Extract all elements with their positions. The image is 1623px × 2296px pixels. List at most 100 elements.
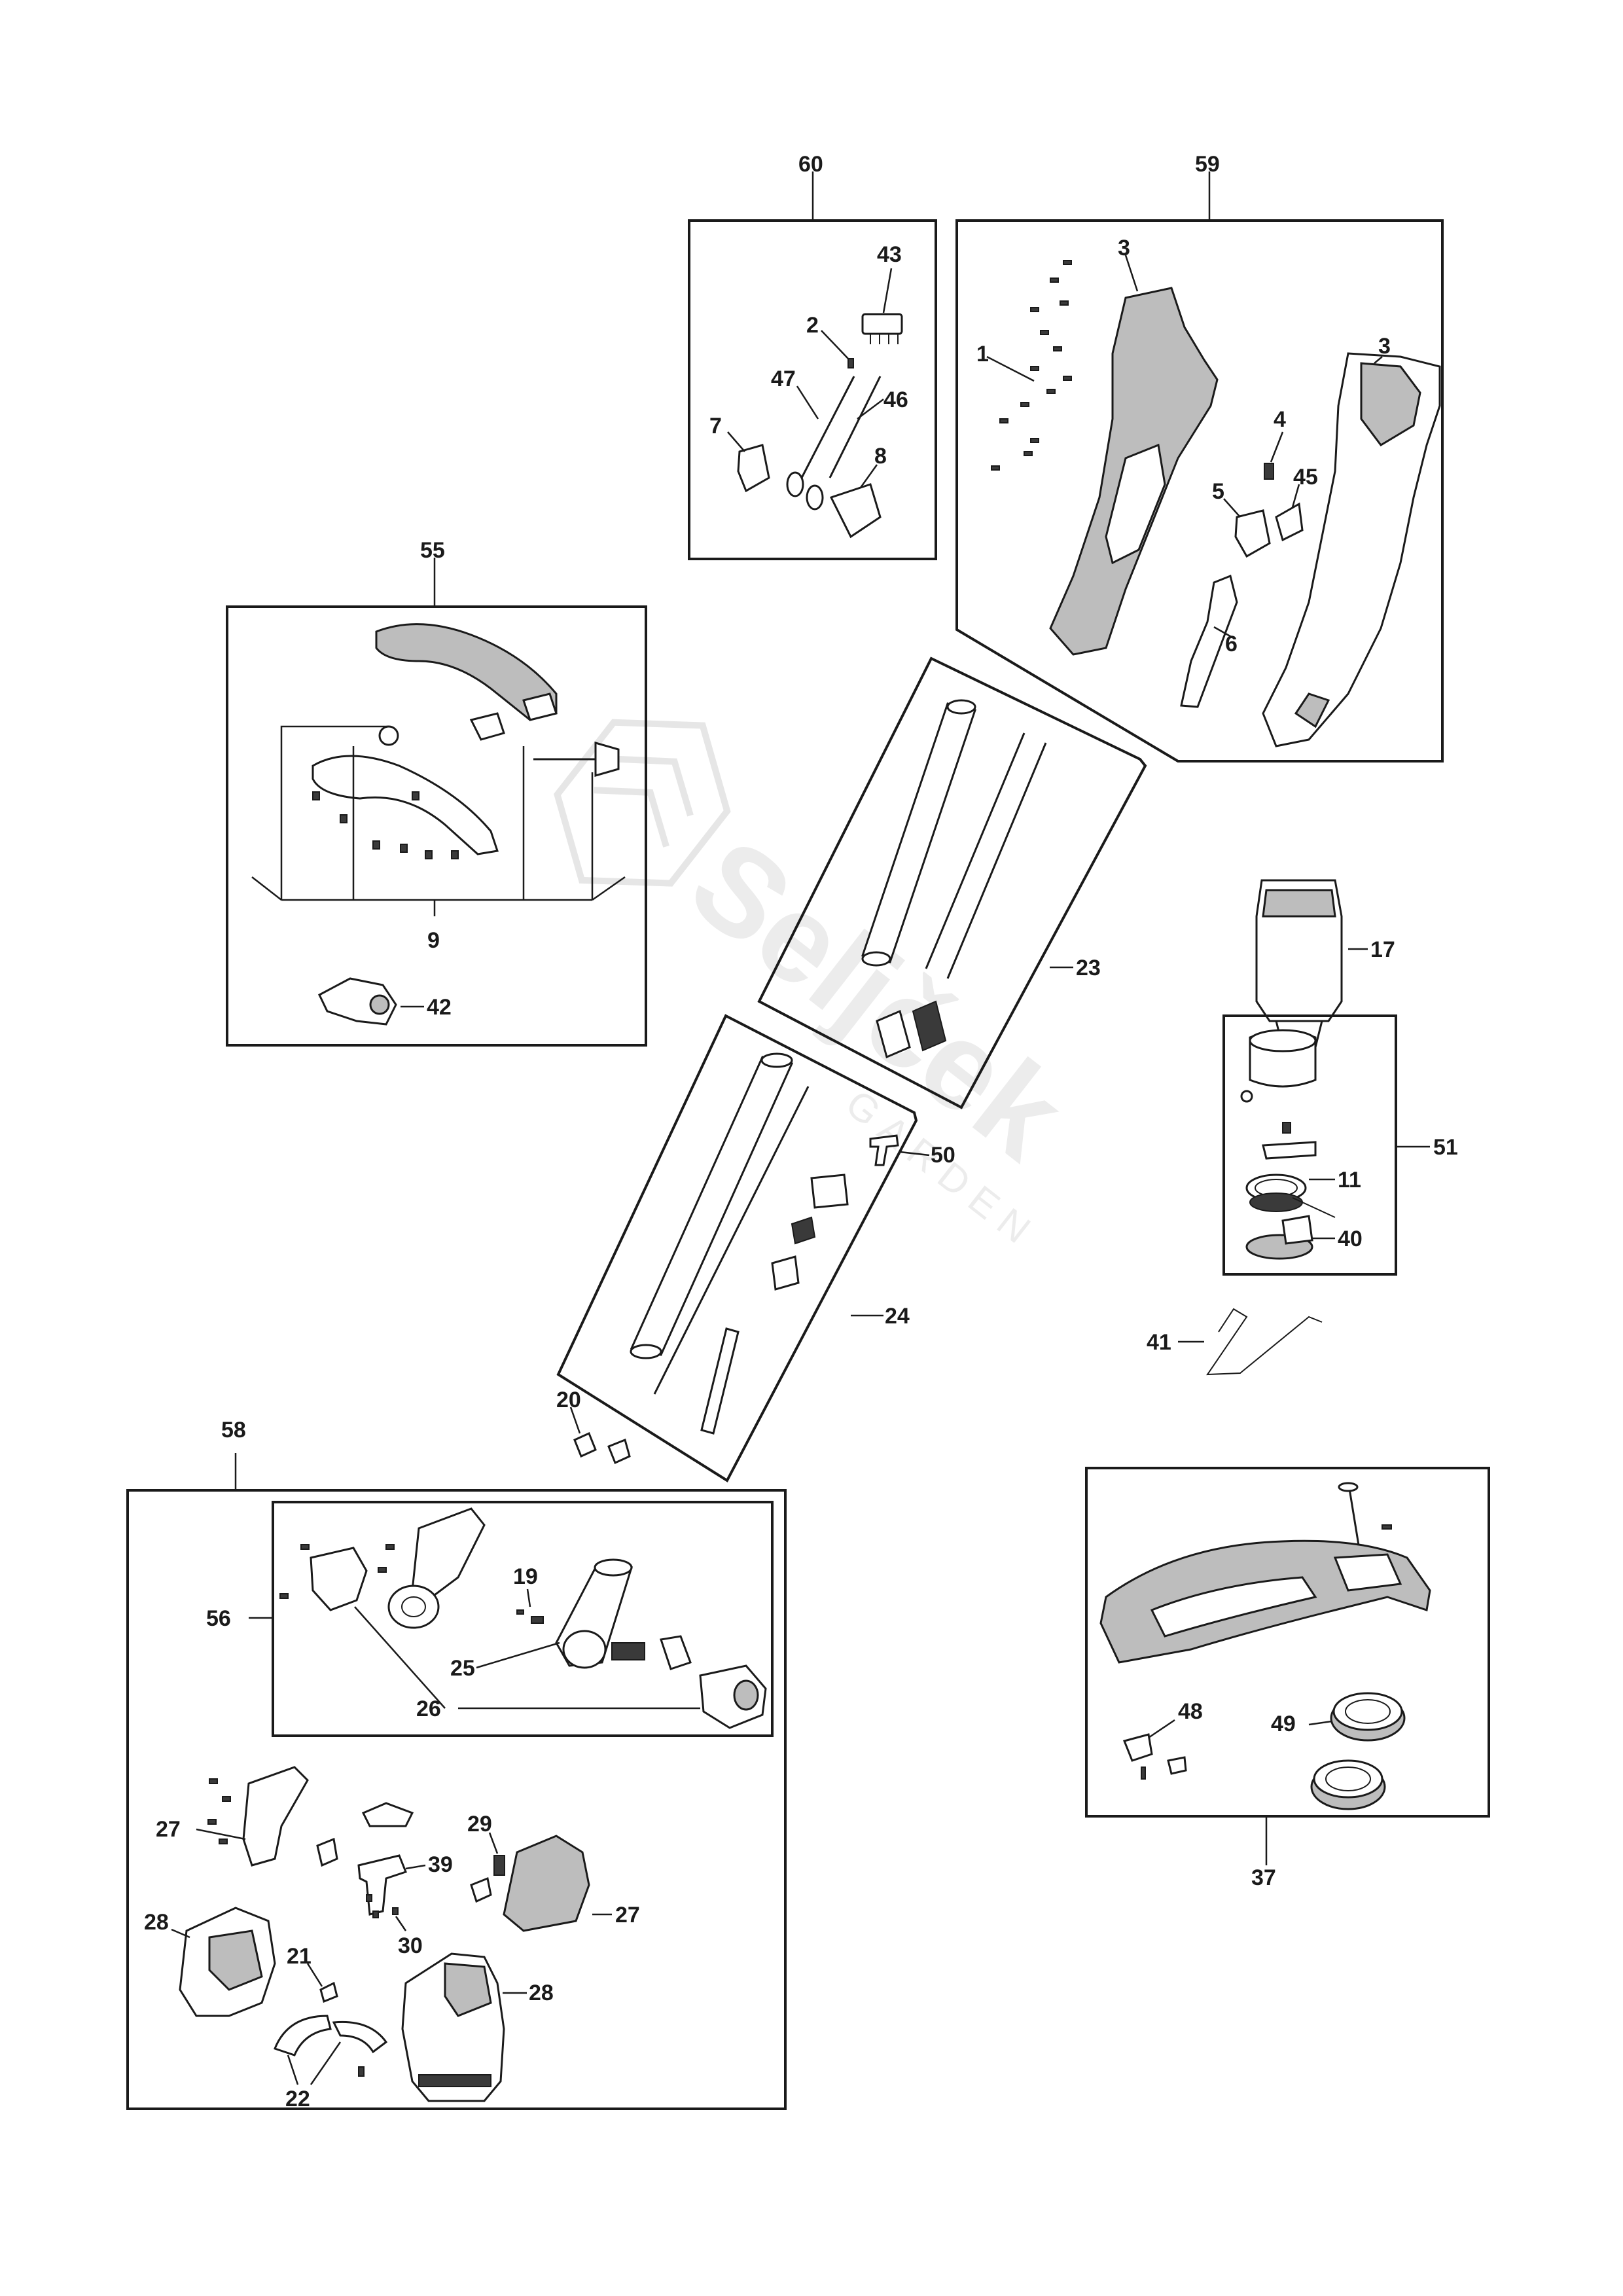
group-58: 58 56 19 [126,1418,787,2111]
label-27b: 27 [615,1903,640,1928]
label-56: 56 [206,1606,231,1631]
part-50-fitting [869,1134,899,1166]
label-7: 7 [709,414,722,439]
label-3a: 3 [1118,236,1130,260]
part-40-spool-base [1245,1215,1313,1260]
label-26: 26 [416,1696,441,1721]
label-59: 59 [1195,152,1220,177]
part-connector [876,1000,947,1059]
label-23: 23 [1076,956,1101,980]
label-2: 2 [806,313,819,338]
label-11: 11 [1338,1168,1361,1193]
label-8: 8 [874,444,887,469]
part-3-housing-left [1049,287,1219,656]
part-46-rod [829,376,882,478]
part-42-cover [318,977,397,1026]
label-22: 22 [285,2087,310,2111]
part-20-plugs [573,1431,631,1465]
label-46: 46 [883,387,908,412]
label-30: 30 [398,1933,423,1958]
part-drive-rods [925,732,1047,979]
part-11-spool [1245,1174,1336,1218]
part-22-rings [274,2015,388,2077]
part-guard [1099,1539,1431,1664]
label-17: 17 [1370,937,1395,962]
group-24: 24 50 [556,1014,955,1482]
group-56-frame [272,1501,774,1737]
label-51: 51 [1433,1135,1458,1160]
group-55-frame [226,605,647,1047]
part-small-clip [470,1876,492,1903]
part-49-wheels [1310,1692,1406,1810]
part-26-cap-left [310,1547,368,1611]
part-spool-cover [1240,1029,1317,1103]
part-19-screw [516,1609,544,1624]
part-lower-rod [653,1086,810,1395]
part-spring [611,1642,645,1660]
part-handle-screws [312,791,459,859]
part-6-switch-lever [1180,574,1238,708]
part-56-screws [279,1544,395,1599]
part-spool-clip [1262,1122,1317,1160]
part-5-trigger [1234,509,1271,558]
group-23-frame [757,656,1147,1109]
part-27-cover-left [242,1766,309,1867]
label-49: 49 [1271,1712,1296,1736]
group-37-frame [1085,1467,1490,1818]
label-19: 19 [513,1564,538,1589]
part-48-bracket [1122,1733,1187,1780]
label-55: 55 [420,538,445,563]
label-37: 37 [1251,1865,1276,1890]
label-9: 9 [427,928,440,953]
part-cap-small [316,1802,414,1867]
part-2-pin [847,358,854,368]
label-39: 39 [428,1852,453,1877]
label-28b: 28 [529,1981,554,2005]
group-60: 60 43 2 47 46 7 8 [688,152,937,560]
part-lower-clamp [771,1174,849,1291]
part-handle-lower [312,755,499,855]
label-1: 1 [976,342,989,367]
label-24: 24 [885,1304,910,1329]
part-26-cap-right [699,1664,767,1729]
part-3-housing-right [1262,352,1441,747]
label-29: 29 [467,1812,492,1837]
label-48: 48 [1178,1699,1203,1724]
part-lower-tube [630,1052,794,1359]
part-bushing [660,1635,692,1670]
part-21-clip [319,1981,338,2003]
group-37: 37 48 49 [1085,1467,1490,1890]
label-60: 60 [798,152,823,177]
group-55: 55 [226,538,647,1047]
group-23: 23 [757,656,1147,1109]
part-28-housing-right [401,1952,505,2102]
part-17-motor [1255,879,1343,1059]
part-7-knob [737,444,824,511]
group-51: 51 11 40 [1222,1014,1458,1276]
part-27-screws [207,1778,231,1844]
label-4: 4 [1274,407,1286,432]
label-45: 45 [1293,465,1318,490]
label-3b: 3 [1378,334,1391,359]
part-28-housing-left [179,1907,276,2017]
label-25: 25 [450,1656,475,1681]
part-30-screws [366,1894,399,1918]
part-25-bracket [387,1507,486,1629]
part-8-bracket [829,483,882,539]
part-45-latch [1275,502,1304,542]
group-59-frame [955,219,1444,762]
group-56: 56 19 [206,1501,774,1737]
watermark-logo-icon [554,719,731,887]
label-41: 41 [1147,1330,1171,1355]
part-27-cover-right [503,1835,590,1932]
label-50: 50 [931,1143,955,1168]
part-41-wire-guard [1206,1308,1323,1376]
part-39-trigger [357,1854,407,1916]
part-1-screws [991,260,1072,471]
label-21: 21 [287,1944,312,1969]
label-27a: 27 [156,1817,181,1842]
group-51-frame [1222,1014,1397,1276]
label-40: 40 [1338,1227,1363,1251]
part-29-spring [493,1855,505,1876]
